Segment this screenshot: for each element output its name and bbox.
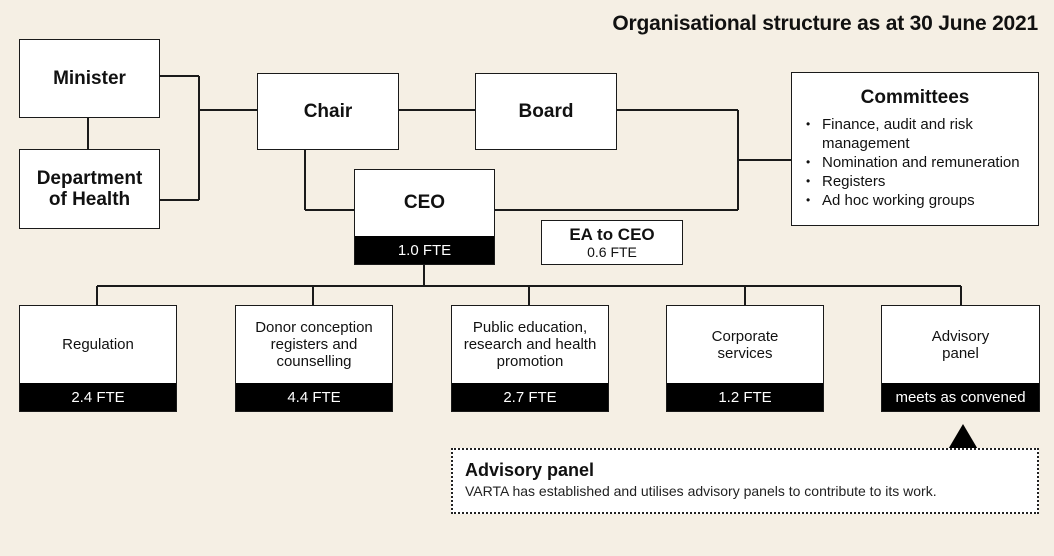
unit-donor-conception: Donor conception registers and counselli… xyxy=(235,305,393,412)
ea-to-ceo-label: EA to CEO xyxy=(569,224,655,244)
unit-name: Corporate services xyxy=(711,327,779,362)
ceo-label: CEO xyxy=(403,192,446,213)
chair-label: Chair xyxy=(303,101,353,122)
committee-item: Finance, audit and risk management xyxy=(806,115,1028,153)
unit-name: Advisory panel xyxy=(931,327,990,362)
unit-name: Regulation xyxy=(62,336,134,353)
unit-fte: 2.4 FTE xyxy=(20,383,176,411)
ea-to-ceo-box: EA to CEO 0.6 FTE xyxy=(541,220,683,265)
unit-advisory-panel: Advisory panel meets as convened xyxy=(881,305,1040,412)
ceo-fte: 1.0 FTE xyxy=(355,236,494,264)
committee-item: Nomination and remuneration xyxy=(806,153,1028,172)
committee-item: Registers xyxy=(806,172,1028,191)
unit-name: Donor conception registers and counselli… xyxy=(255,319,373,370)
committees-title: Committees xyxy=(860,87,970,108)
board-label: Board xyxy=(518,101,574,122)
minister-label: Minister xyxy=(53,68,126,89)
committees-box: Committees Finance, audit and risk manag… xyxy=(791,72,1039,226)
ea-to-ceo-fte: 0.6 FTE xyxy=(587,243,637,260)
unit-name: Public education, research and health pr… xyxy=(463,319,597,370)
unit-fte: 4.4 FTE xyxy=(236,383,392,411)
unit-fte: meets as convened xyxy=(882,383,1039,411)
chair-box: Chair xyxy=(257,73,399,150)
committee-item: Ad hoc working groups xyxy=(806,191,1028,210)
board-box: Board xyxy=(475,73,617,150)
unit-corporate-services: Corporate services 1.2 FTE xyxy=(666,305,824,412)
department-label: Department of Health xyxy=(36,168,143,210)
advisory-panel-note: Advisory panel VARTA has established and… xyxy=(451,448,1039,514)
unit-regulation: Regulation 2.4 FTE xyxy=(19,305,177,412)
ceo-box: CEO 1.0 FTE xyxy=(354,169,495,265)
advisory-note-text: VARTA has established and utilises advis… xyxy=(465,483,937,499)
committees-list: Finance, audit and risk management Nomin… xyxy=(802,115,1028,210)
advisory-note-title: Advisory panel xyxy=(465,460,595,480)
unit-fte: 2.7 FTE xyxy=(452,383,608,411)
unit-fte: 1.2 FTE xyxy=(667,383,823,411)
page-title: Organisational structure as at 30 June 2… xyxy=(612,12,1038,35)
unit-public-education: Public education, research and health pr… xyxy=(451,305,609,412)
minister-box: Minister xyxy=(19,39,160,118)
department-box: Department of Health xyxy=(19,149,160,229)
